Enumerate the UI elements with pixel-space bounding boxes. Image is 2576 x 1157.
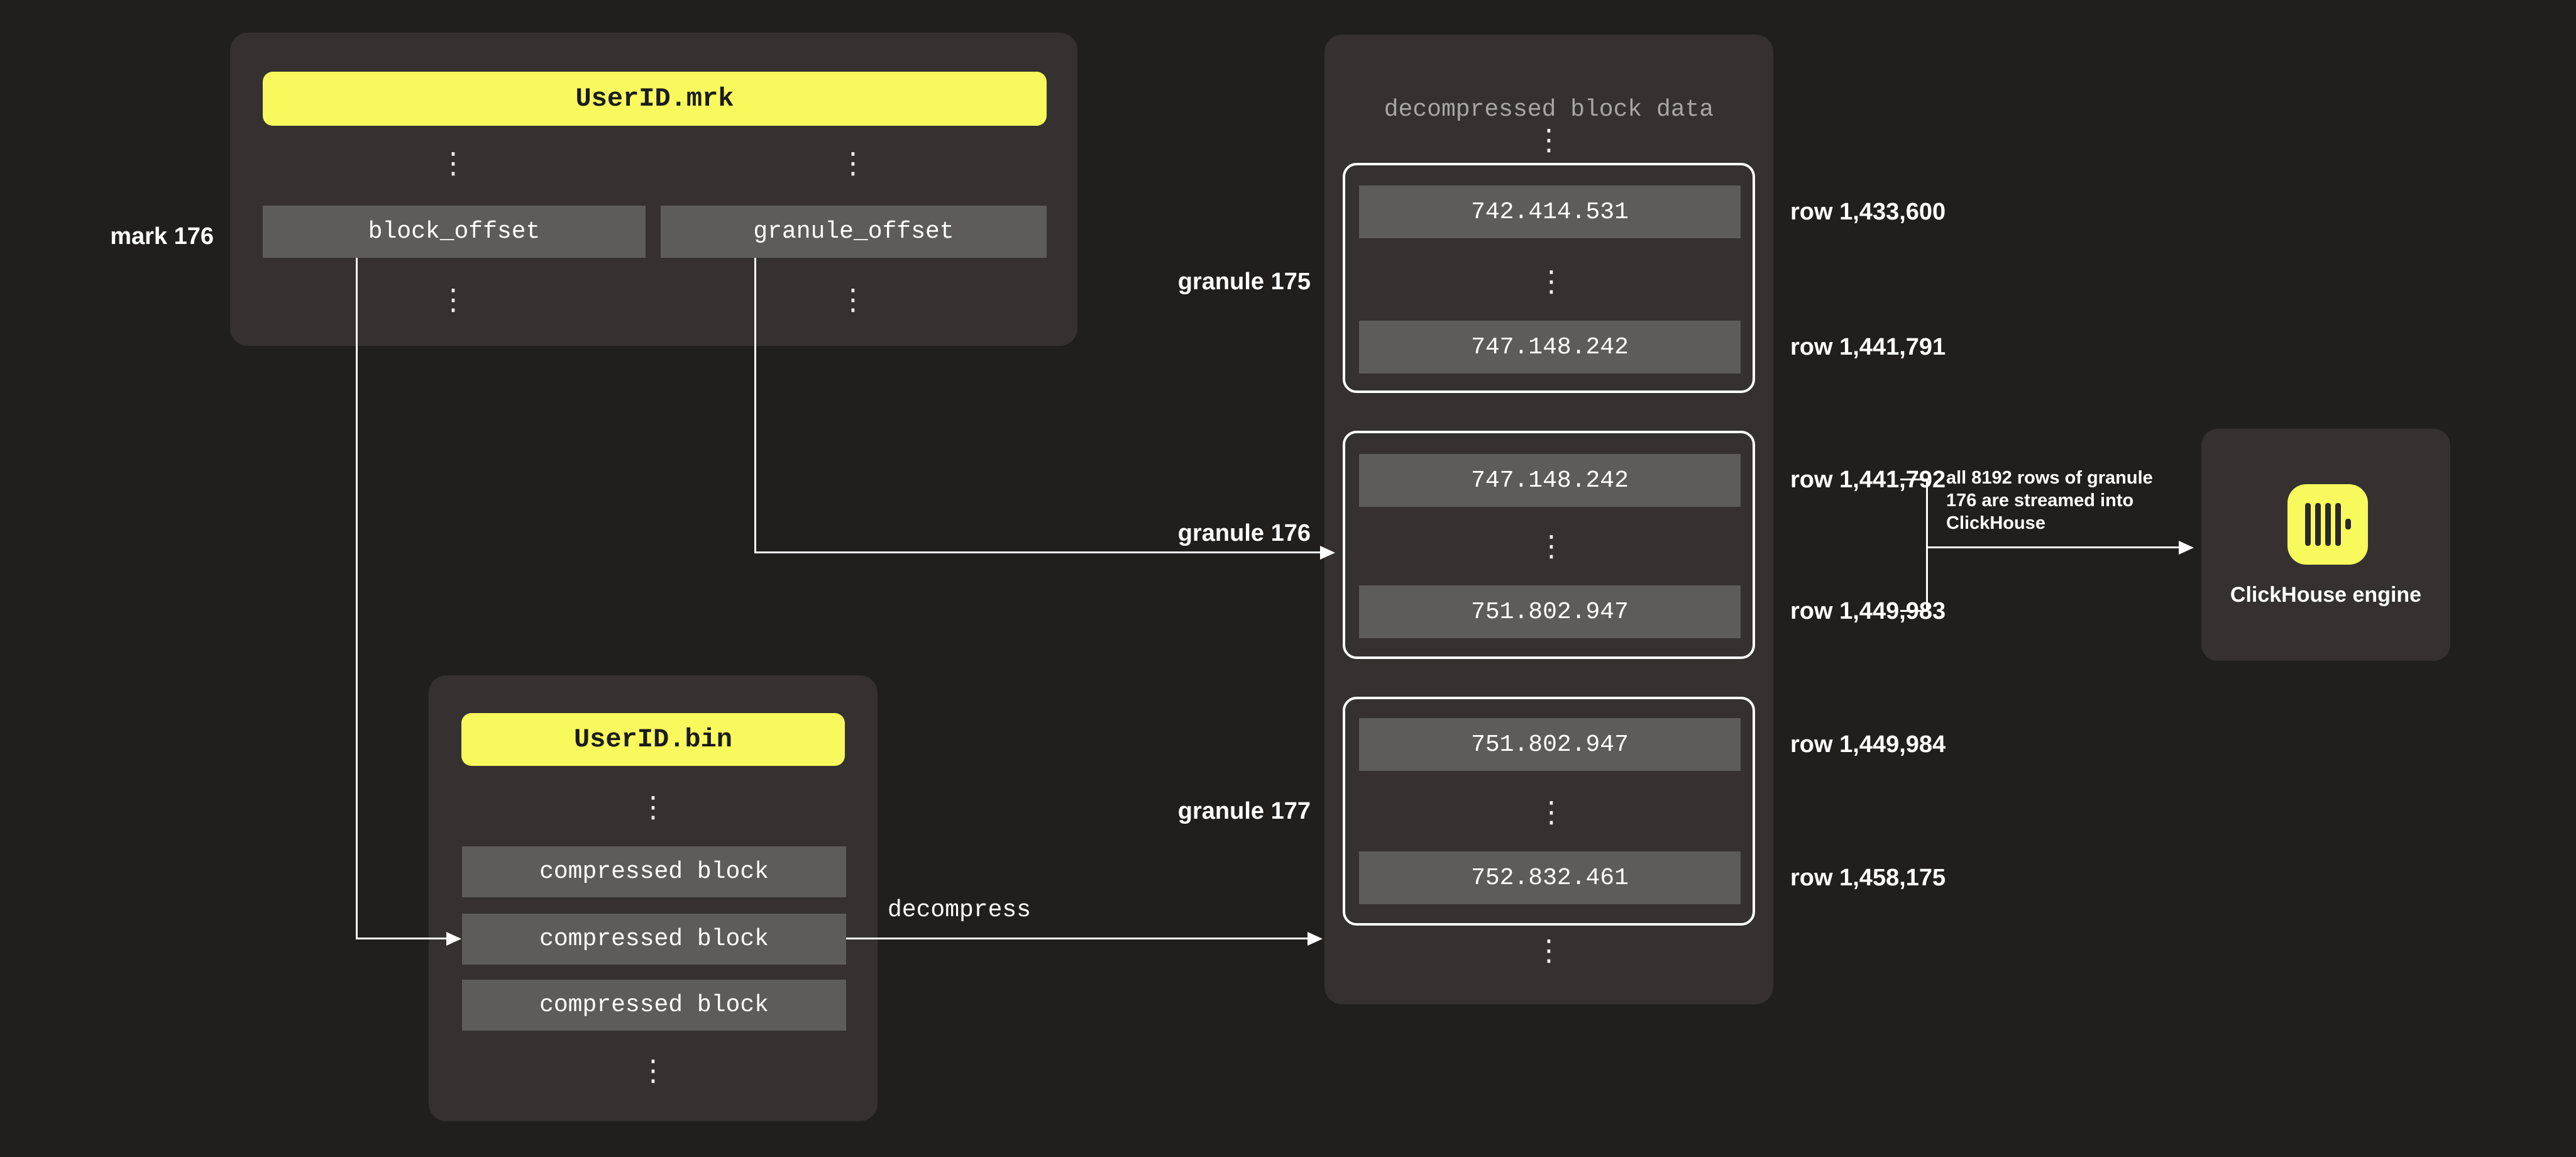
granule-offset-cell: granule_offset — [661, 206, 1047, 258]
granule-last-value: 752.832.461 — [1359, 851, 1741, 904]
block-offset-cell: block_offset — [263, 206, 646, 258]
granule-offset-arrowhead-icon — [1320, 546, 1335, 560]
row-label: row 1,458,175 — [1790, 865, 1946, 891]
decompress-label: decompress — [888, 897, 1032, 924]
compressed-block-cell: compressed block — [462, 980, 846, 1031]
granule-first-value: 747.148.242 — [1359, 454, 1741, 507]
row-label: row 1,433,600 — [1790, 199, 1946, 225]
annotation-line: 176 are streamed into — [1946, 490, 2134, 511]
userid-bin-header: UserID.bin — [461, 713, 845, 766]
block-offset-arrowhead-icon — [446, 932, 461, 946]
compressed-block-cell: compressed block — [462, 914, 846, 965]
vertical-ellipsis: ⋮ — [1534, 933, 1563, 967]
clickhouse-engine-box: ClickHouse engine — [2201, 429, 2450, 661]
granule-176-label: granule 176 — [1177, 520, 1311, 546]
block-offset-connector-horizontal — [356, 938, 446, 939]
granule-offset-connector-vertical — [754, 258, 756, 553]
decompress-connector — [846, 938, 1309, 939]
row-label: row 1,449,984 — [1790, 731, 1946, 758]
clickhouse-logo-icon — [2287, 484, 2368, 565]
stream-annotation: all 8192 rows of granule 176 are streame… — [1946, 467, 2210, 534]
vertical-ellipsis: ⋮ — [839, 282, 867, 316]
vertical-ellipsis: ⋮ — [1537, 529, 1566, 563]
decompressed-panel-title: decompressed block data — [1384, 96, 1714, 123]
clickhouse-logo-bar — [2315, 503, 2321, 546]
vertical-ellipsis: ⋮ — [439, 282, 468, 316]
userid-mrk-header: UserID.mrk — [263, 72, 1047, 126]
userid-mrk-panel: UserID.mrk ⋮ ⋮ block_offset granule_offs… — [230, 33, 1077, 346]
decompress-arrowhead-icon — [1307, 932, 1323, 946]
clickhouse-logo-bar — [2305, 503, 2311, 546]
vertical-ellipsis: ⋮ — [639, 1053, 668, 1087]
block-offset-connector-vertical — [356, 258, 358, 939]
granule-176-box: 747.148.242 ⋮ 751.802.947 — [1343, 431, 1755, 659]
mark-176-label: mark 176 — [110, 223, 214, 250]
bracket-bottom-stub — [1900, 610, 1928, 612]
vertical-ellipsis: ⋮ — [839, 146, 867, 180]
granule-first-value: 751.802.947 — [1359, 718, 1741, 771]
granule-first-value: 742.414.531 — [1359, 185, 1741, 238]
decompressed-block-panel: decompressed block data ⋮ 742.414.531 ⋮ … — [1324, 35, 1773, 1004]
clickhouse-logo-dot — [2345, 519, 2351, 529]
granule-175-label: granule 175 — [1177, 268, 1311, 295]
bracket-top-stub — [1900, 479, 1928, 480]
compressed-block-cell: compressed block — [462, 846, 846, 897]
granule-offset-connector-horizontal — [754, 551, 1321, 553]
vertical-ellipsis: ⋮ — [1534, 123, 1563, 157]
clickhouse-engine-label: ClickHouse engine — [2230, 583, 2422, 607]
vertical-ellipsis: ⋮ — [439, 146, 468, 180]
granule-177-box: 751.802.947 ⋮ 752.832.461 — [1343, 697, 1755, 926]
vertical-ellipsis: ⋮ — [1537, 264, 1566, 298]
row-label: row 1,441,791 — [1790, 334, 1946, 360]
granule-last-value: 747.148.242 — [1359, 321, 1741, 374]
clickhouse-logo-bar — [2325, 503, 2331, 546]
granule-177-label: granule 177 — [1177, 798, 1311, 824]
vertical-ellipsis: ⋮ — [1537, 795, 1566, 829]
granule-last-value: 751.802.947 — [1359, 585, 1741, 638]
annotation-line: all 8192 rows of granule — [1946, 468, 2153, 488]
engine-arrowhead-icon — [2179, 541, 2194, 555]
userid-bin-panel: UserID.bin ⋮ compressed block compressed… — [429, 675, 878, 1121]
annotation-line: ClickHouse — [1946, 513, 2045, 533]
vertical-ellipsis: ⋮ — [639, 790, 668, 824]
bracket-vertical — [1926, 479, 1928, 612]
granule-175-box: 742.414.531 ⋮ 747.148.242 — [1343, 163, 1755, 393]
engine-connector — [1926, 546, 2180, 548]
clickhouse-logo-bar — [2335, 503, 2341, 546]
